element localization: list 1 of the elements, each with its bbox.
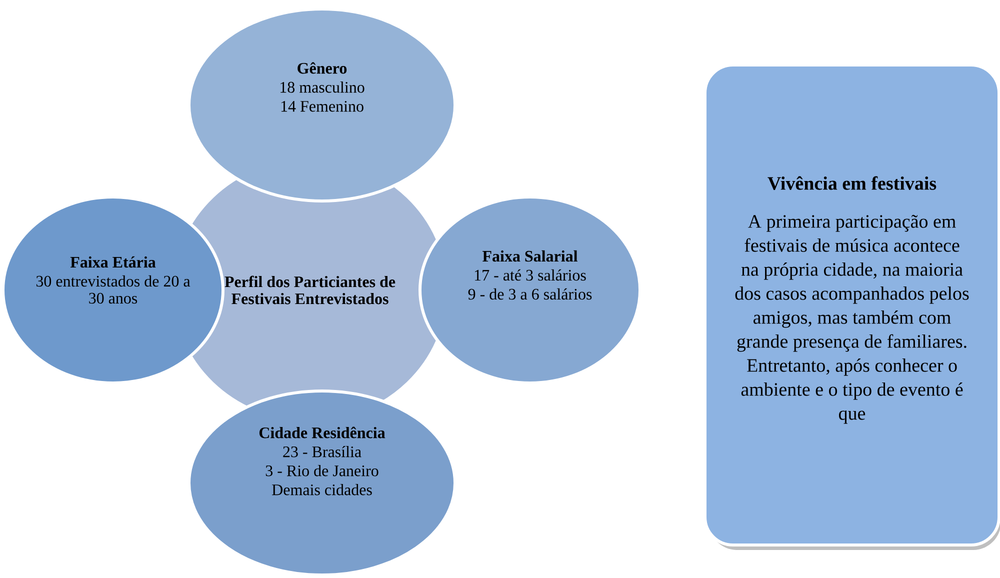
text-card: Vivência em festivais A primeira participação em festivais de música acontece na própria cidade, na maioria dos casos acompanhados pelos amigos, mas também com grande presença de familiares. Entretanto, após conhecer o ambiente e o tipo de evento é que: [704, 64, 1000, 550]
